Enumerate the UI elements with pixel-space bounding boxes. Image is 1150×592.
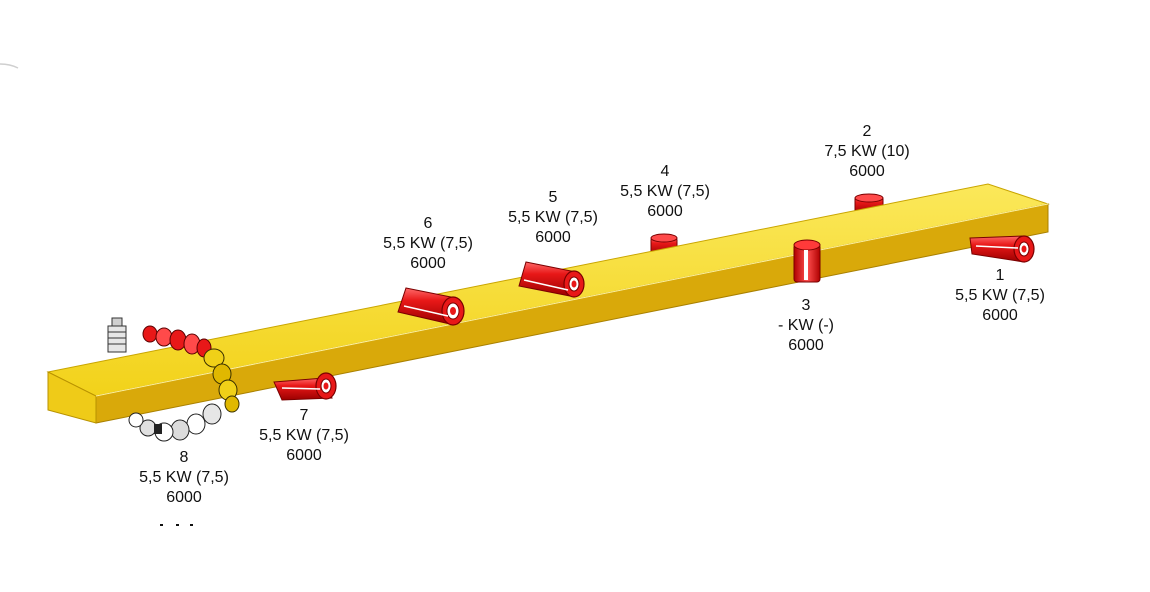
- motor-7-label: 7 5,5 KW (7,5) 6000: [259, 406, 349, 466]
- edge-artifact: [0, 63, 19, 69]
- motor-4-rpm: 6000: [647, 203, 683, 220]
- motor-4-label: 4 5,5 KW (7,5) 6000: [620, 162, 710, 222]
- motor-5-power: 5,5 KW (7,5): [508, 209, 598, 226]
- motor-8-label: 8 5,5 KW (7,5) 6000: [139, 448, 229, 508]
- motor-3-power: - KW (-): [778, 317, 834, 334]
- motor-8-assembly: [107, 317, 240, 442]
- motor-7-power: 5,5 KW (7,5): [259, 427, 349, 444]
- motor-4-id: 4: [660, 163, 670, 180]
- motor-1-unit: [969, 235, 1035, 263]
- white-fitting-left: [107, 317, 127, 353]
- cutoff-artifact: [160, 524, 193, 526]
- motor-6-rpm: 6000: [410, 255, 446, 272]
- motor-3-id: 3: [801, 297, 811, 314]
- motor-2-label: 2 7,5 KW (10) 6000: [824, 122, 909, 182]
- motor-5-id: 5: [548, 189, 558, 206]
- motor-6-power: 5,5 KW (7,5): [383, 235, 473, 252]
- motor-1-rpm: 6000: [982, 307, 1018, 324]
- gray-coupling: [128, 403, 222, 442]
- motor-2-id: 2: [862, 123, 872, 140]
- motor-2-rpm: 6000: [849, 163, 885, 180]
- motor-3-label: 3 - KW (-) 6000: [778, 296, 834, 356]
- motor-8-rpm: 6000: [166, 489, 202, 506]
- motor-6-id: 6: [423, 215, 433, 232]
- motor-1-label: 1 5,5 KW (7,5) 6000: [955, 266, 1045, 326]
- motor-6-unit: [397, 287, 465, 326]
- motor-2-power: 7,5 KW (10): [824, 143, 910, 160]
- motor-1-id: 1: [995, 267, 1005, 284]
- motor-1-power: 5,5 KW (7,5): [955, 287, 1045, 304]
- motor-7-unit: [273, 372, 337, 401]
- motor-5-unit: [518, 261, 585, 298]
- motor-5-rpm: 6000: [535, 229, 571, 246]
- motor-8-id: 8: [179, 449, 189, 466]
- motor-3-rpm: 6000: [788, 337, 824, 354]
- motor-7-id: 7: [299, 407, 309, 424]
- motor-4-power: 5,5 KW (7,5): [620, 183, 710, 200]
- motor-5-label: 5 5,5 KW (7,5) 6000: [508, 188, 598, 248]
- motor-8-power: 5,5 KW (7,5): [139, 469, 229, 486]
- motor-3-unit: [793, 239, 821, 283]
- motor-6-label: 6 5,5 KW (7,5) 6000: [383, 214, 473, 274]
- beam-end-face: [47, 371, 97, 424]
- yellow-elbow: [203, 348, 240, 413]
- motor-7-rpm: 6000: [286, 447, 322, 464]
- red-coupling: [142, 325, 212, 358]
